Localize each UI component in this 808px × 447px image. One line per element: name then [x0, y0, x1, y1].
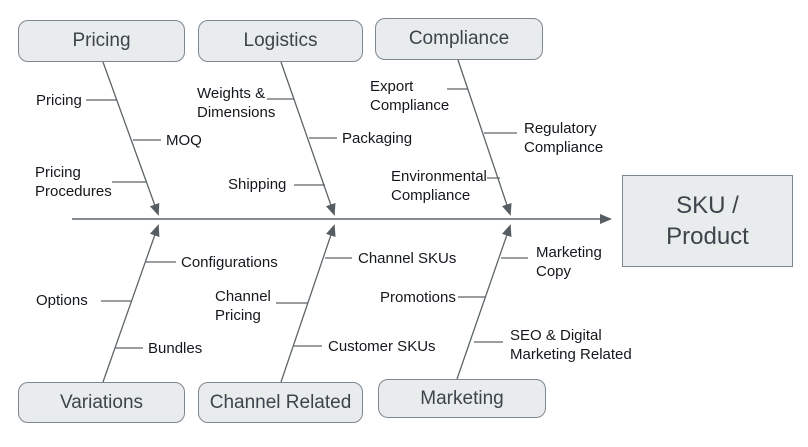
cause-marketing-copy: Marketing Copy: [536, 244, 602, 280]
category-box-compliance: Compliance: [375, 18, 543, 60]
category-box-logistics: Logistics: [198, 20, 363, 62]
branch-line-logistics: [280, 61, 336, 216]
cause-promotions: Promotions: [380, 289, 456, 306]
cause-pricing-procedures: Pricing Procedures: [35, 164, 112, 200]
category-box-pricing: Pricing: [18, 20, 185, 62]
cause-weights-dimensions: Weights & Dimensions: [197, 85, 276, 121]
cause-configurations: Configurations: [181, 254, 278, 271]
cause-customer-skus: Customer SKUs: [328, 338, 436, 355]
cause-seo-digital-marketing: SEO & Digital Marketing Related: [510, 327, 632, 363]
cause-channel-skus: Channel SKUs: [358, 250, 457, 267]
cause-moq: MOQ: [166, 132, 202, 149]
cause-channel-pricing: Channel Pricing: [215, 288, 271, 324]
effect-label: SKU / Product: [666, 192, 749, 250]
cause-pricing: Pricing: [36, 92, 82, 109]
cause-bundles: Bundles: [148, 340, 203, 357]
cause-tick-lines: [86, 88, 528, 349]
category-box-variations: Variations: [18, 382, 185, 423]
category-box-marketing: Marketing: [378, 379, 546, 418]
cause-packaging: Packaging: [342, 130, 413, 147]
effect-box-sku-product: SKU / Product: [622, 175, 793, 267]
cause-options: Options: [36, 292, 88, 309]
cause-environmental-compliance: Environmental Compliance: [391, 168, 487, 204]
cause-export-compliance: Export Compliance: [370, 78, 450, 114]
branch-line-channel-related: [280, 224, 336, 383]
branch-line-compliance: [457, 59, 512, 216]
branch-line-pricing: [102, 61, 160, 216]
category-box-channel-related: Channel Related: [198, 382, 363, 423]
branch-line-marketing: [456, 224, 512, 380]
cause-regulatory-compliance: Regulatory Compliance: [524, 120, 604, 156]
branch-line-variations: [102, 224, 160, 383]
cause-shipping: Shipping: [228, 176, 287, 193]
